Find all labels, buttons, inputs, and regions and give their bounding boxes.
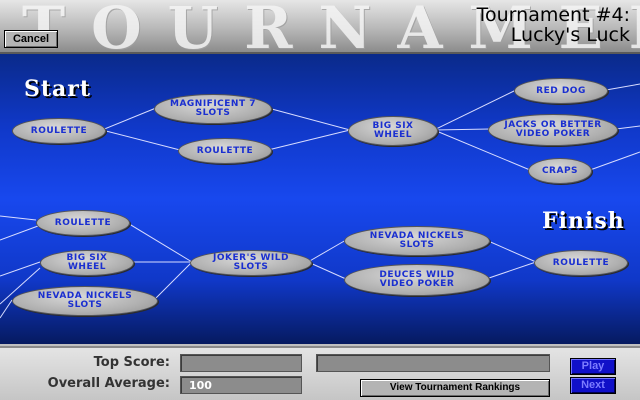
game-node-label: ROULETTE: [552, 257, 610, 268]
bracket-link: [307, 239, 347, 263]
bracket-link: [615, 125, 640, 130]
footer-panel: Top Score: Overall Average: 100 View Tou…: [0, 346, 640, 400]
bracket-link: [307, 261, 347, 280]
bracket-link: [433, 89, 517, 131]
tournament-number: Tournament #4:: [476, 4, 630, 26]
top-score-player-field: [316, 354, 550, 372]
game-node-label: ROULETTE: [196, 145, 254, 156]
cancel-button[interactable]: Cancel: [4, 30, 58, 48]
game-node-big-six-wheel[interactable]: BIG SIX WHEEL: [40, 250, 134, 276]
game-node-label: RED DOG: [536, 85, 586, 96]
game-node-label: MAGNIFICENT 7 SLOTS: [169, 99, 256, 118]
bracket-link: [101, 107, 157, 131]
game-node-roulette[interactable]: ROULETTE: [178, 138, 272, 164]
game-node-jacks-or-better[interactable]: JACKS OR BETTER VIDEO POKER: [488, 114, 618, 146]
bracket-link: [0, 299, 13, 319]
bracket-link: [101, 129, 181, 151]
header-bar: TOURNAMENT Cancel Tournament #4: Lucky's…: [0, 0, 640, 54]
bracket-link: [0, 225, 39, 241]
game-node-roulette[interactable]: ROULETTE: [12, 118, 106, 144]
game-node-label: NEVADA NICKELS SLOTS: [369, 231, 465, 250]
bracket-link: [0, 267, 41, 305]
bracket-link: [433, 129, 531, 171]
bracket-link: [605, 83, 640, 91]
tournament-name: Lucky's Luck: [510, 24, 630, 46]
game-node-big-six-wheel[interactable]: BIG SIX WHEEL: [348, 116, 438, 146]
view-rankings-button[interactable]: View Tournament Rankings: [360, 379, 550, 397]
overall-average-field: 100: [180, 376, 302, 394]
game-node-label: ROULETTE: [30, 125, 88, 136]
game-node-nevada-nickels-slots[interactable]: NEVADA NICKELS SLOTS: [12, 286, 158, 316]
bracket-link: [267, 107, 351, 131]
game-node-label: BIG SIX WHEEL: [372, 121, 414, 140]
bracket-link: [485, 261, 537, 280]
bracket-link: [433, 128, 491, 131]
bracket-link: [485, 239, 537, 263]
top-score-field: [180, 354, 302, 372]
game-node-label: JACKS OR BETTER VIDEO POKER: [504, 120, 602, 139]
play-button[interactable]: Play: [570, 358, 616, 375]
game-node-label: DEUCES WILD VIDEO POKER: [379, 270, 455, 289]
game-node-label: BIG SIX WHEEL: [66, 253, 108, 272]
bracket-link: [125, 221, 193, 263]
overall-average-label: Overall Average:: [47, 376, 170, 391]
game-node-deuces-wild-video-poker[interactable]: DEUCES WILD VIDEO POKER: [344, 264, 490, 296]
game-node-magnificent-7-slots[interactable]: MAGNIFICENT 7 SLOTS: [154, 94, 272, 124]
bracket-lines: [0, 83, 640, 319]
game-node-jokers-wild-slots[interactable]: JOKER'S WILD SLOTS: [190, 250, 312, 276]
game-node-label: CRAPS: [541, 165, 579, 176]
game-node-nevada-nickels-slots[interactable]: NEVADA NICKELS SLOTS: [344, 226, 490, 256]
bracket-link: [0, 261, 41, 277]
game-node-label: JOKER'S WILD SLOTS: [213, 253, 289, 272]
game-node-label: NEVADA NICKELS SLOTS: [37, 291, 133, 310]
game-node-craps[interactable]: CRAPS: [528, 158, 592, 184]
game-node-red-dog[interactable]: RED DOG: [514, 78, 608, 104]
bracket-link: [0, 215, 37, 221]
bracket-link: [267, 129, 351, 151]
game-node-label: ROULETTE: [54, 217, 112, 228]
header-watermark: TOURNAMENT: [22, 0, 640, 54]
top-score-label: Top Score:: [93, 355, 170, 370]
next-button[interactable]: Next: [570, 377, 616, 394]
tournament-bracket: Start Finish ROULETTE MAGNIFICENT 7 SLOT…: [0, 54, 640, 344]
start-label: Start: [24, 76, 92, 102]
game-node-roulette-final[interactable]: ROULETTE: [534, 250, 628, 276]
game-node-roulette[interactable]: ROULETTE: [36, 210, 130, 236]
finish-label: Finish: [542, 208, 625, 234]
bracket-link: [589, 151, 640, 171]
bracket-link: [153, 261, 193, 301]
